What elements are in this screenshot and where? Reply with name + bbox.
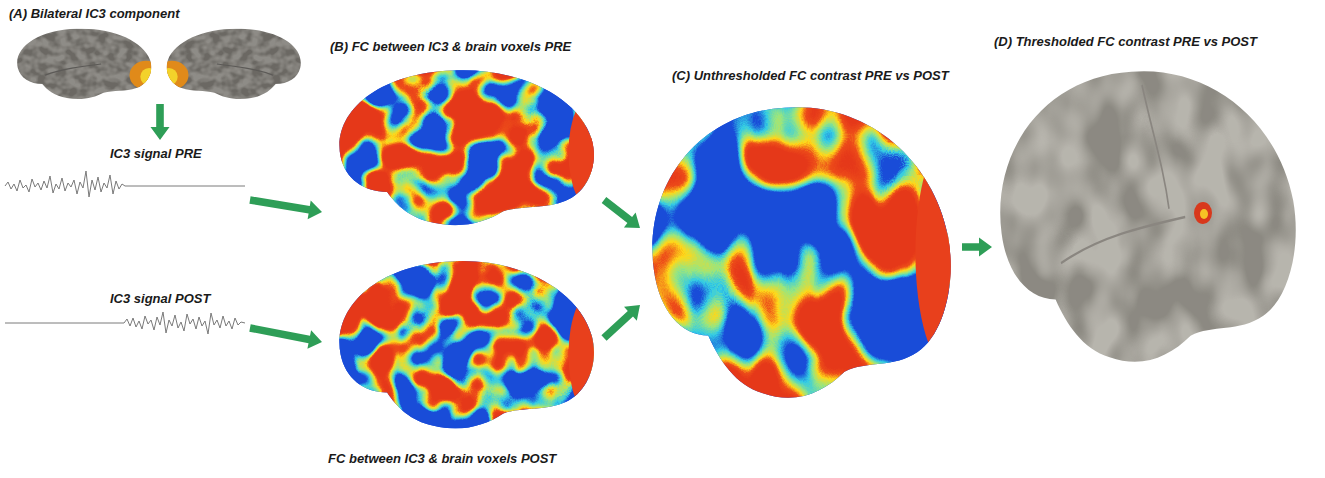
component-blob — [130, 61, 163, 90]
brain-surface-base — [632, 88, 959, 418]
fc-map-brain — [322, 60, 624, 236]
panel-heading: FC between IC3 & brain voxels POST — [328, 451, 556, 467]
flow-arrow — [602, 197, 640, 228]
panel-heading: (C) Unthresholded FC contrast PRE vs POS… — [672, 68, 949, 84]
image-panel: (D) Thresholded FC contrast PRE vs POST — [992, 30, 1307, 380]
contrast-map-surface — [632, 88, 959, 418]
panel-heading: (D) Thresholded FC contrast PRE vs POST — [994, 34, 1257, 50]
contrast-map-brain — [632, 88, 985, 418]
image-panel: FC between IC3 & brain voxels POST — [322, 243, 604, 475]
fc-map-brain — [322, 250, 624, 440]
image-panel: (B) FC between IC3 & brain voxels PRE — [322, 36, 604, 236]
significant-cluster — [1194, 202, 1212, 224]
image-panel: (C) Unthresholded FC contrast PRE vs POS… — [640, 66, 962, 416]
flow-arrow — [151, 104, 170, 140]
brain-surface — [8, 24, 155, 104]
brain-left-hemisphere — [8, 24, 163, 104]
flow-arrow — [249, 196, 322, 219]
flow-arrow — [962, 238, 992, 257]
brain-surface-base — [322, 60, 601, 236]
panel-heading: IC3 signal PRE — [110, 146, 202, 162]
occipital-red-region — [568, 288, 624, 421]
brain-surface-base — [322, 250, 601, 440]
sulcus-line — [1061, 217, 1185, 263]
signal-trace — [5, 312, 245, 334]
component-blob — [155, 61, 188, 90]
image-panel: IC3 signal PRE — [5, 140, 250, 210]
brain-surface — [980, 52, 1304, 382]
panel-heading: (A) Bilateral IC3 component — [9, 6, 179, 22]
occipital-red-region — [568, 91, 624, 214]
flow-arrow — [601, 305, 640, 341]
image-panel: (A) Bilateral IC3 component — [5, 4, 310, 104]
flow-arrow — [249, 324, 322, 349]
sulcus-line — [217, 64, 273, 75]
fc-map-surface — [322, 250, 601, 440]
fc-map-surface — [322, 60, 601, 236]
signal-trace — [5, 171, 245, 197]
image-panel: IC3 signal POST — [5, 285, 250, 345]
occipital-red-region — [915, 138, 985, 369]
thresholded-brain — [980, 52, 1304, 382]
component-blob-core — [160, 68, 178, 86]
brain-surface — [163, 24, 310, 104]
component-blob-core — [140, 68, 158, 86]
sulcus-line — [1142, 85, 1169, 209]
panel-heading: (B) FC between IC3 & brain voxels PRE — [330, 39, 571, 55]
sulcus-line — [45, 64, 101, 75]
significant-cluster-peak — [1200, 209, 1208, 219]
brain-right-hemisphere — [155, 24, 310, 104]
panel-heading: IC3 signal POST — [110, 291, 210, 307]
